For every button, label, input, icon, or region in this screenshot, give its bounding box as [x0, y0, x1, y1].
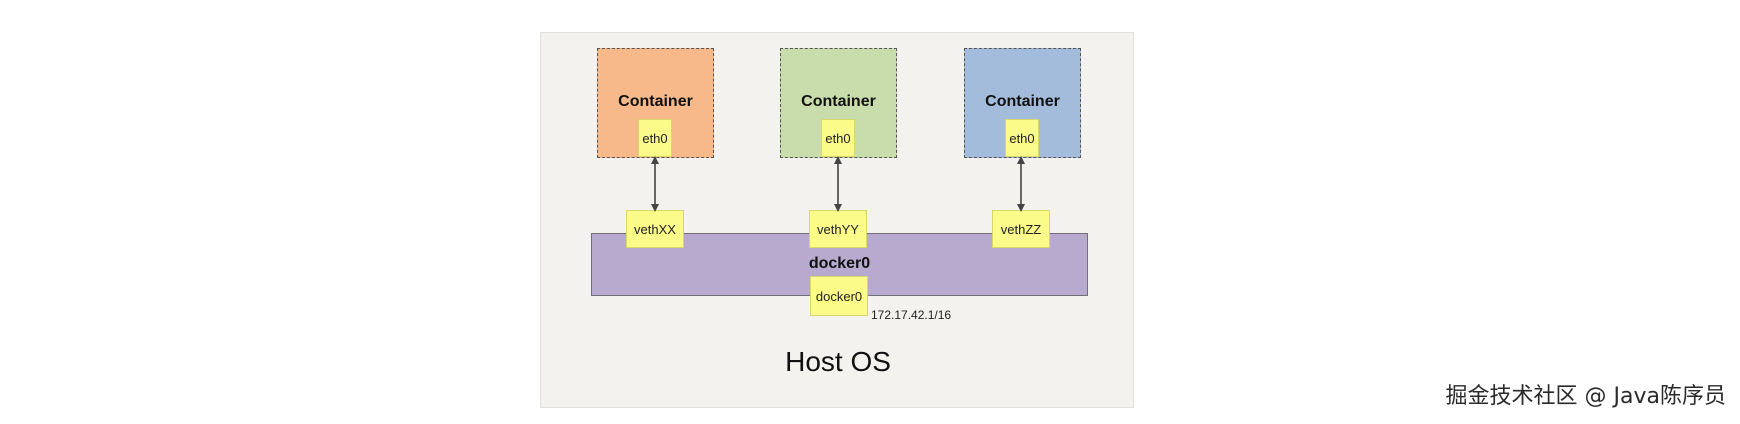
container-3: Container eth0	[964, 48, 1081, 158]
docker0-ip-address: 172.17.42.1/16	[871, 308, 952, 322]
eth0-interface: eth0	[638, 119, 672, 157]
container-1: Container eth0	[597, 48, 714, 158]
veth-interface-zz: vethZZ	[992, 210, 1050, 248]
veth-interface-yy: vethYY	[809, 210, 867, 248]
docker0-interface: docker0	[810, 276, 868, 316]
eth0-interface: eth0	[821, 119, 855, 157]
host-os-label: Host OS	[785, 346, 891, 377]
bridge-title: docker0	[808, 255, 871, 272]
watermark: 掘金技术社区 @ Java陈序员	[1445, 384, 1726, 409]
veth-interface-xx: vethXX	[626, 210, 684, 248]
container-title: Container	[985, 93, 1060, 110]
container-title: Container	[801, 93, 876, 110]
eth0-interface: eth0	[1005, 119, 1039, 157]
container-2: Container eth0	[780, 48, 897, 158]
container-title: Container	[618, 93, 693, 110]
